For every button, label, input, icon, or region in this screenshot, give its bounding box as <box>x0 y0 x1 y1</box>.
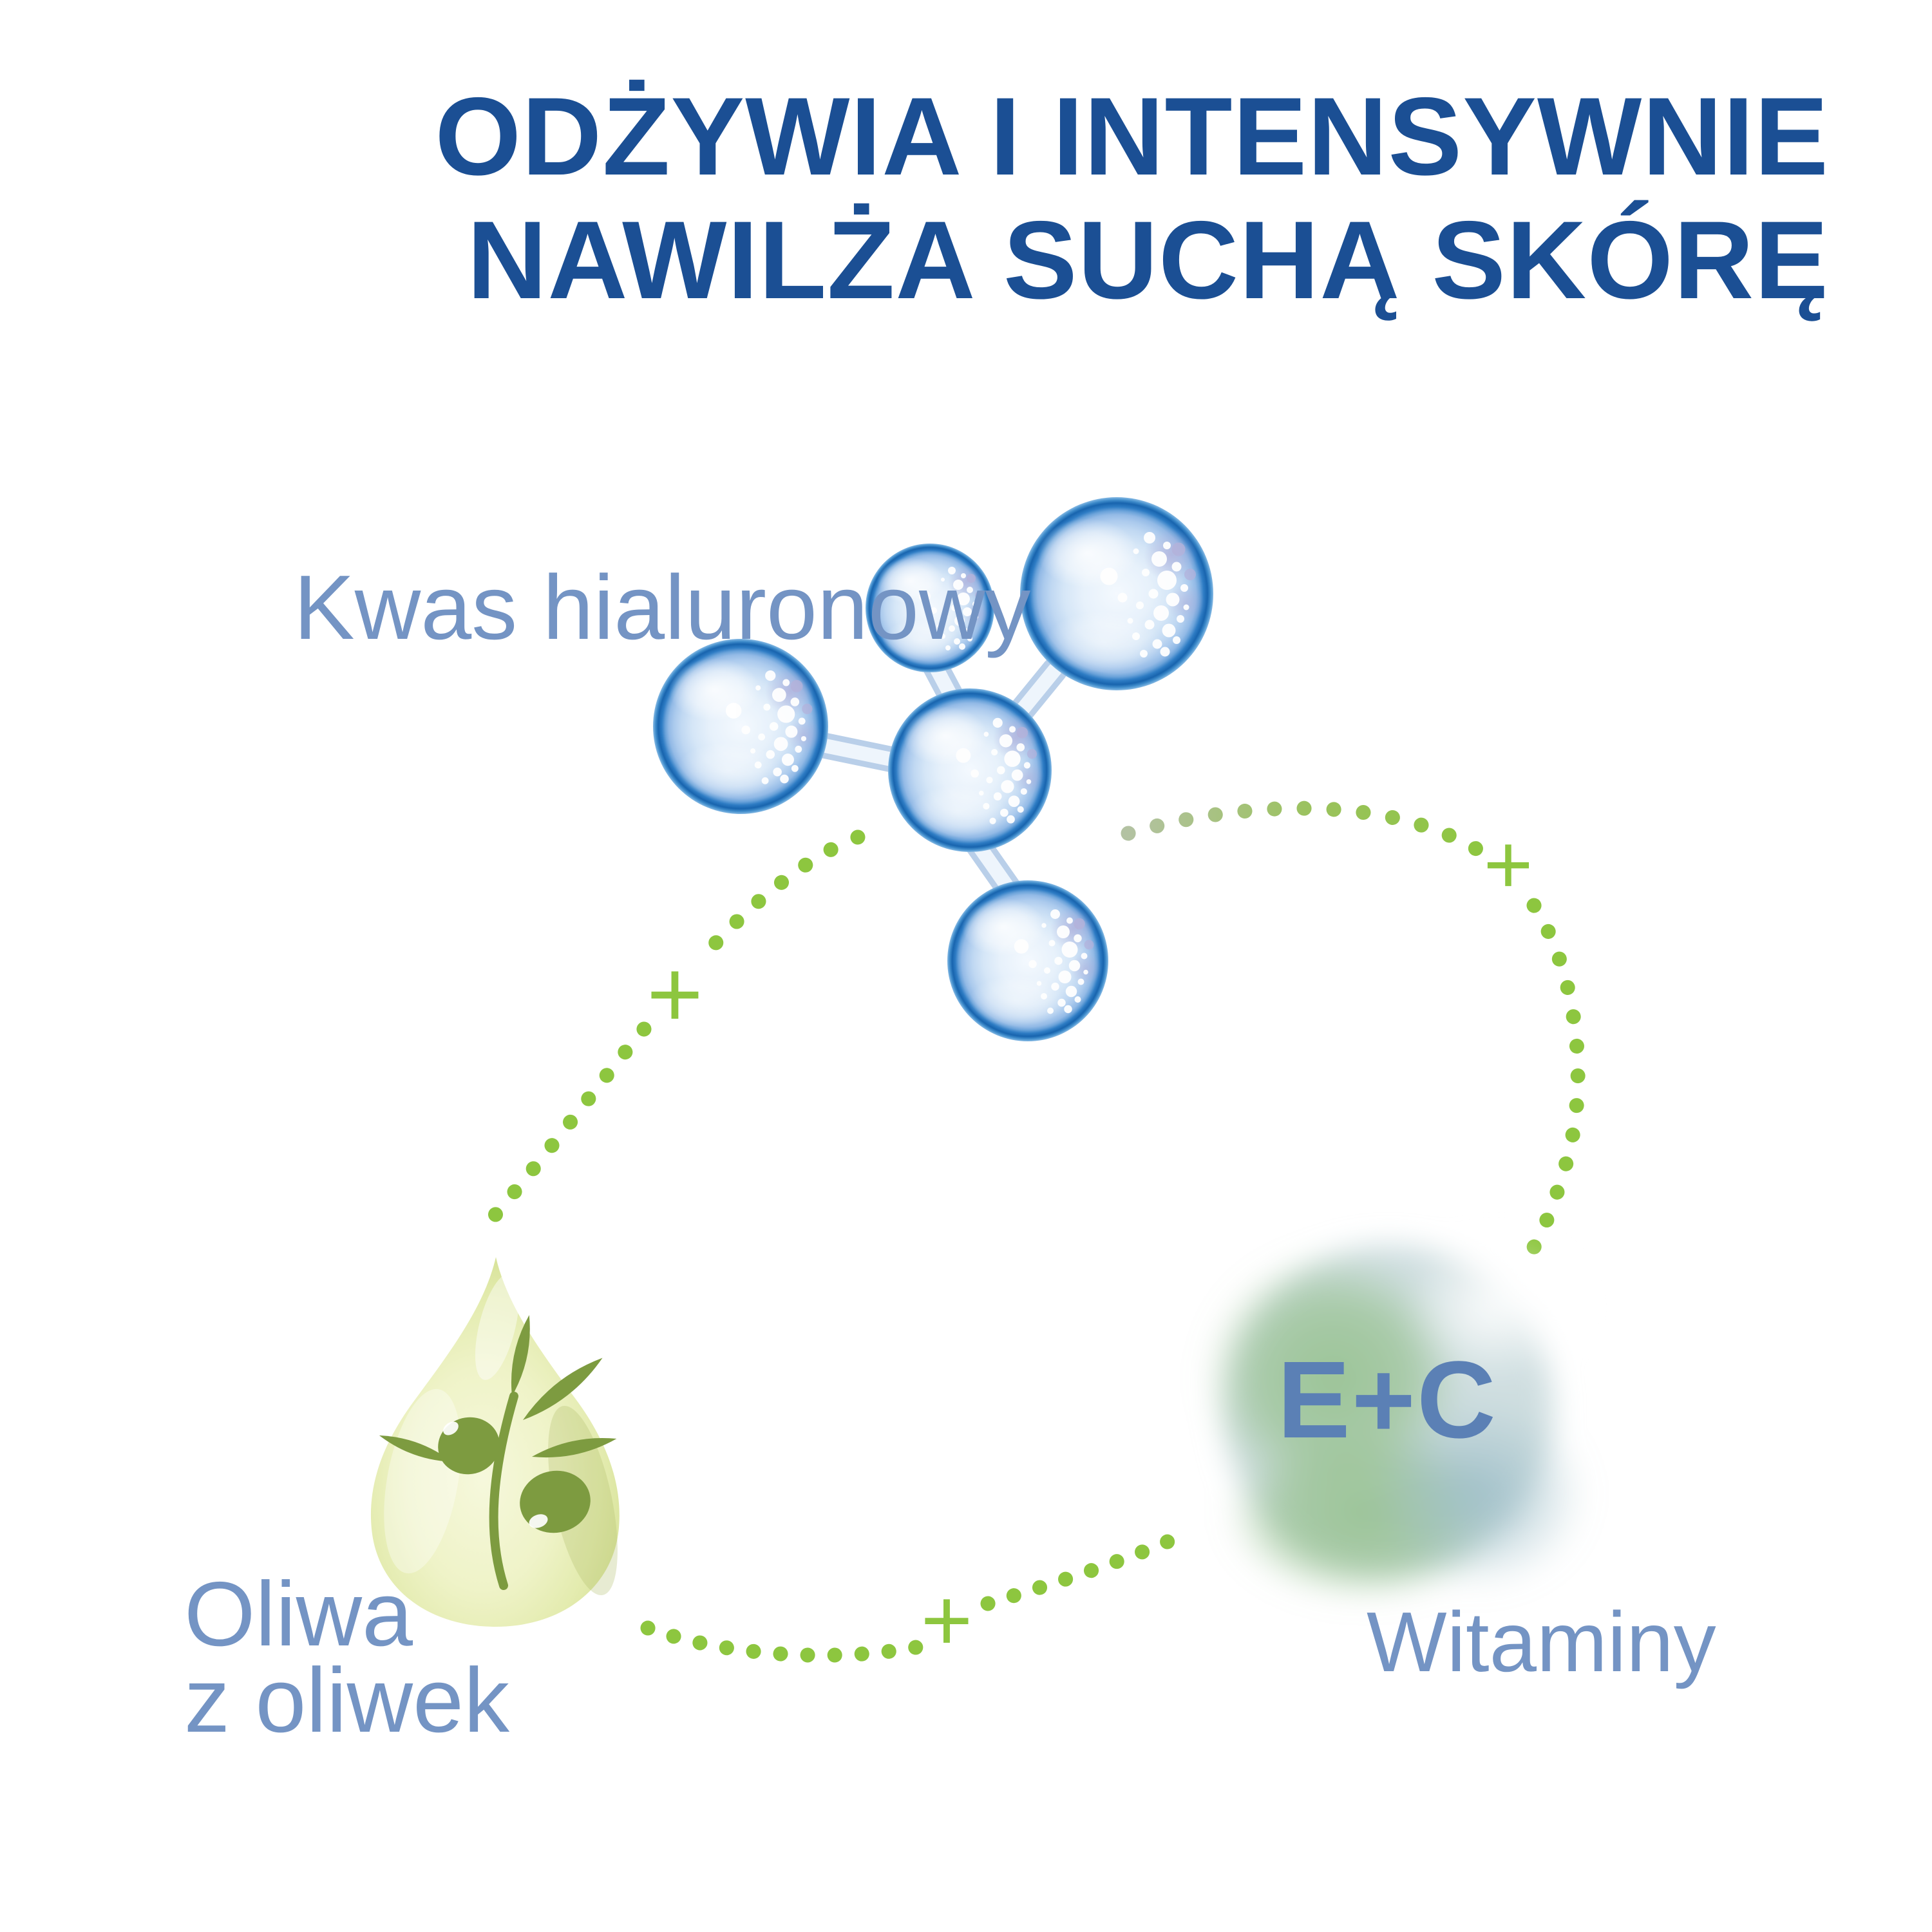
arc-segment <box>980 1531 1181 1611</box>
arc-segment <box>1525 898 1586 1257</box>
arc-segment <box>705 829 866 954</box>
vitamins-label: Witaminy <box>1367 1595 1716 1689</box>
dotted-arc-olive-to-vitamins: + <box>640 1531 1181 1670</box>
olive-oil-label-line2: z oliwek <box>184 1649 510 1752</box>
vitamins-e-c-badge: E+C <box>1277 1339 1497 1461</box>
molecule-bubble <box>1020 497 1213 690</box>
olive-branch-icon <box>377 1313 618 1590</box>
plus-icon: + <box>647 940 703 1048</box>
arc-segment <box>1121 800 1490 860</box>
vitamins-sphere-icon <box>1204 1235 1587 1600</box>
arc-segment <box>486 1021 652 1225</box>
page-title-line1: ODŻYWIA I INTENSYWNIE <box>435 75 1829 198</box>
page-title-line2: NAWILŻA SUCHĄ SKÓRĘ <box>467 198 1829 322</box>
molecule-bubble <box>947 880 1108 1041</box>
molecule-bubble <box>653 639 828 814</box>
olive-oil-drop-icon <box>370 1257 620 1627</box>
hyaluronic-acid-label: Kwas hialuronowy <box>294 556 1031 659</box>
dotted-arc-molecule-to-olive: + <box>486 829 866 1225</box>
plus-icon: + <box>1483 817 1533 912</box>
plus-icon: + <box>921 1571 973 1670</box>
molecule-bubble <box>888 688 1052 852</box>
dotted-arc-molecule-to-vitamins: + <box>1121 800 1586 1257</box>
olive-oil-label-line1: Oliwa <box>184 1563 413 1665</box>
olive-oil-label: Oliwa z oliwek <box>184 1563 510 1752</box>
page-title: ODŻYWIA I INTENSYWNIE NAWILŻA SUCHĄ SKÓR… <box>435 75 1829 322</box>
arc-segment <box>640 1620 923 1663</box>
hyaluronic-molecule-illustration <box>653 497 1213 1041</box>
